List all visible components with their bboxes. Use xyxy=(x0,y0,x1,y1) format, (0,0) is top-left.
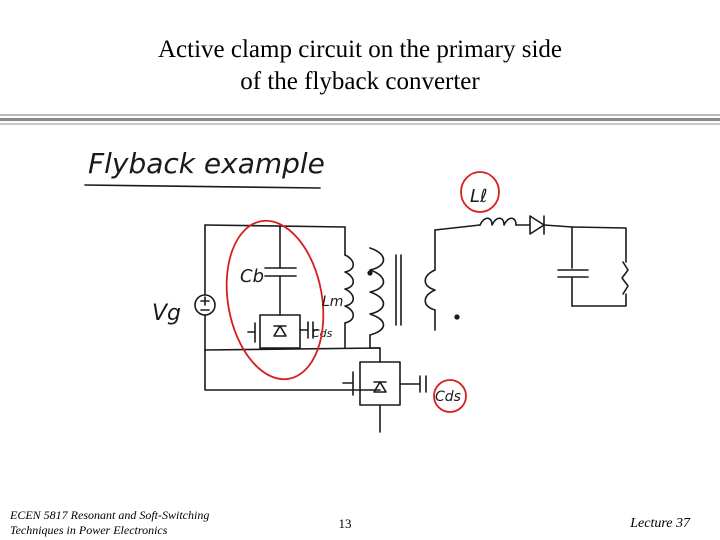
transformer-primary xyxy=(369,247,385,336)
inductor-lm xyxy=(344,254,355,324)
load-resistor xyxy=(621,261,629,295)
label-le: Lℓ xyxy=(470,186,487,207)
label-cds-main: Cds xyxy=(435,389,461,405)
figure-heading: Flyback example xyxy=(88,147,325,180)
clamp-switch-body xyxy=(259,314,301,349)
clamp-cds xyxy=(299,321,319,339)
cds-highlight-circle xyxy=(433,379,467,413)
main-switch-body xyxy=(359,361,401,406)
slide-title-line2: of the flyback converter xyxy=(240,68,480,95)
clamp-body-diode xyxy=(273,325,287,337)
slide-title-line1: Active clamp circuit on the primary side xyxy=(157,36,563,63)
heading-underline xyxy=(84,184,321,189)
title-rule xyxy=(0,114,720,126)
main-cds xyxy=(399,375,427,393)
secondary-top-wire xyxy=(434,224,481,231)
lecture-label: Lecture 37 xyxy=(630,516,690,531)
label-cb: Cb xyxy=(240,266,264,287)
transformer-secondary xyxy=(424,269,436,311)
primary-dot xyxy=(367,270,373,276)
clamp-switch-gate xyxy=(247,322,256,343)
course-line1: ECEN 5817 Resonant and Soft-Switching xyxy=(10,508,210,522)
course-line2: Techniques in Power Electronics xyxy=(10,523,168,537)
clamp-return-wire xyxy=(204,347,381,351)
diode-to-output-wire xyxy=(543,224,573,269)
label-vg: Vg xyxy=(152,301,181,326)
secondary-dot xyxy=(454,314,460,320)
primary-to-switch-wire xyxy=(369,334,381,363)
output-loop-wire xyxy=(571,226,627,307)
main-switch-gate xyxy=(342,371,354,396)
main-body-diode xyxy=(373,381,387,393)
course-footer: ECEN 5817 Resonant and Soft-Switching Te… xyxy=(10,508,250,538)
inductor-le xyxy=(479,217,517,226)
top-primary-wire xyxy=(204,224,346,228)
circuit-sketch: Flyback example Vg Cb Cds Lm Cds Lℓ xyxy=(84,147,629,433)
slide-title: Active clamp circuit on the primary side… xyxy=(0,34,720,98)
capacitor-cb xyxy=(264,267,297,277)
page-number: 13 xyxy=(338,516,352,531)
left-rail-wire xyxy=(204,224,381,391)
output-capacitor xyxy=(557,269,589,278)
output-diode xyxy=(529,215,545,235)
label-lm: Lm xyxy=(322,294,343,310)
clamp-highlight-circle xyxy=(225,219,325,381)
source-polarity xyxy=(200,296,210,311)
le-highlight-circle xyxy=(460,171,500,213)
transformer-core xyxy=(395,254,402,326)
